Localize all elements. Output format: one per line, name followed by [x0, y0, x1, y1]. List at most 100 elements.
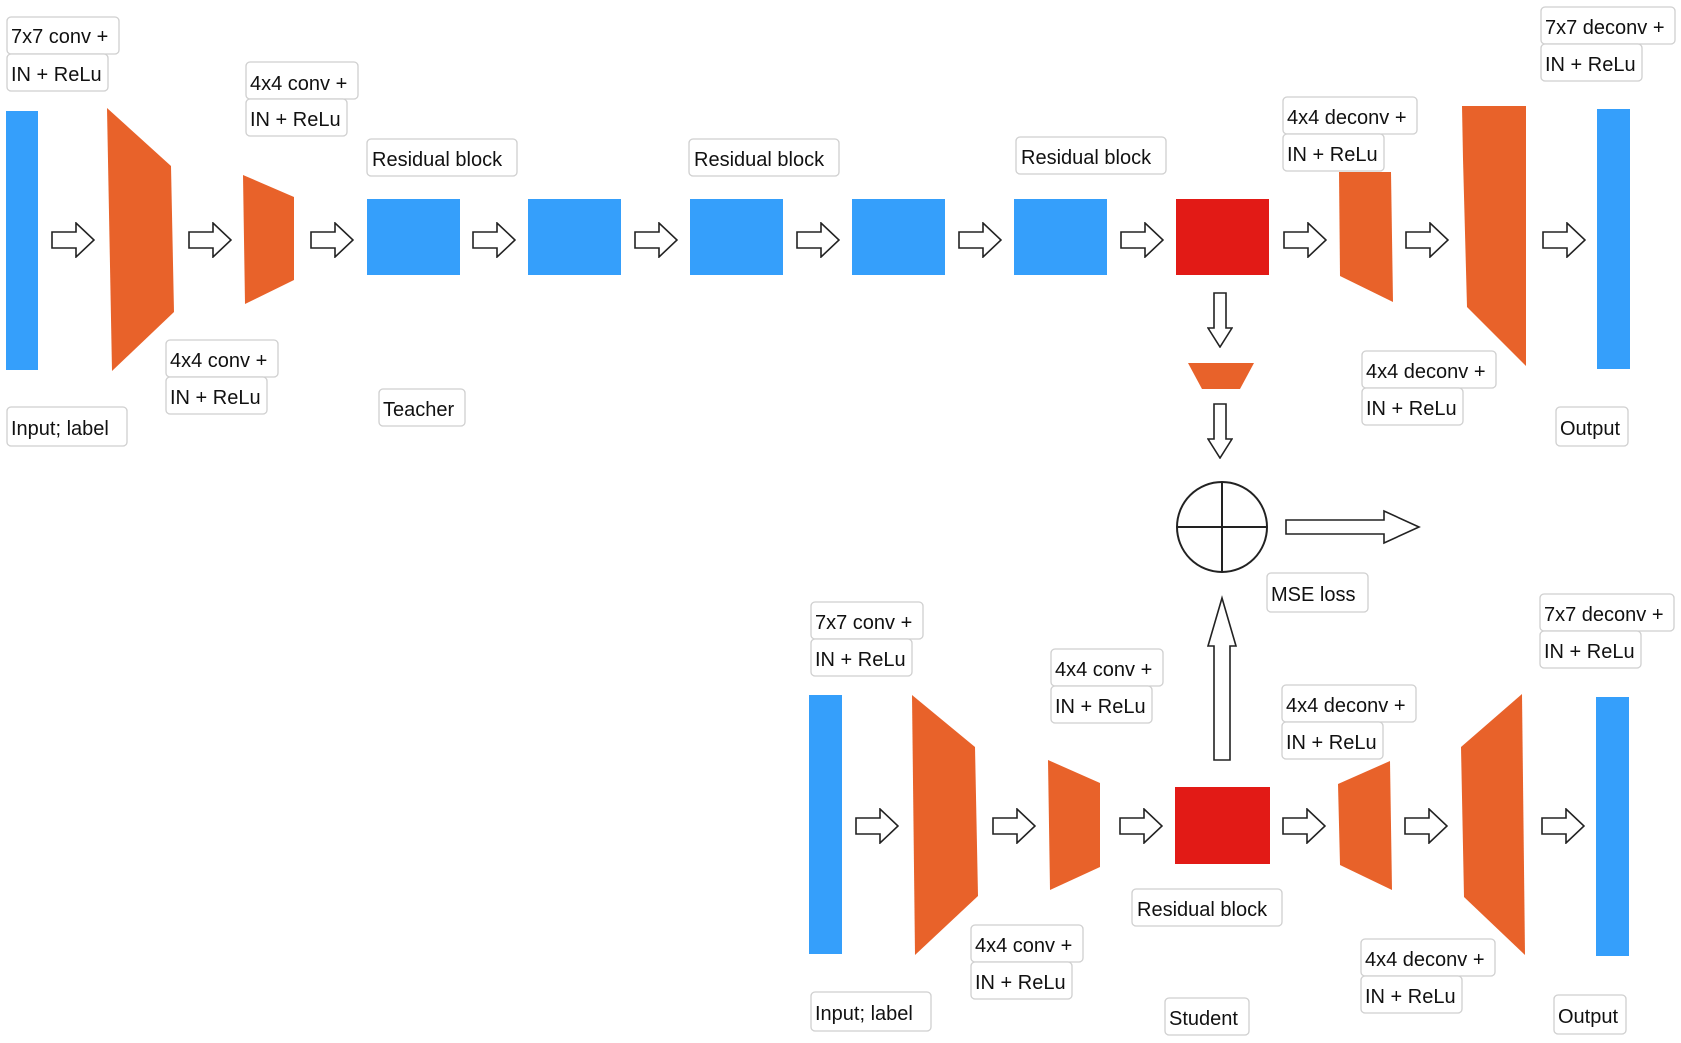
teacher-res-block-1	[367, 199, 460, 275]
student-output-block	[1596, 697, 1629, 956]
teacher-res-label-2-text: Residual block	[694, 149, 825, 171]
student-arrow-2	[992, 808, 1036, 844]
student-deconv7-line1: 7x7 deconv +	[1544, 604, 1664, 626]
teacher-arrow-10	[1405, 222, 1449, 258]
teacher-deconv4b-line1: 4x4 deconv +	[1366, 361, 1486, 383]
teacher-conv7-line2: IN + ReLu	[11, 64, 102, 86]
teacher-res-label-1: Residual block	[366, 138, 518, 177]
student-conv7-line1: 7x7 conv +	[815, 612, 912, 634]
teacher-deconv4a-line2: IN + ReLu	[1287, 144, 1378, 166]
student-deconv4b-line1: 4x4 deconv +	[1365, 949, 1485, 971]
student-conv7-trapezoid	[912, 695, 978, 955]
student-arrow-6	[1541, 808, 1585, 844]
student-conv7-label: 7x7 conv + IN + ReLu	[810, 601, 924, 677]
student-deconv4b-line2: IN + ReLu	[1365, 986, 1456, 1008]
teacher-deconv4a-label: 4x4 deconv + IN + ReLu	[1282, 96, 1418, 172]
student-deconv4a-trapezoid	[1338, 761, 1392, 890]
student-deconv4a-line2: IN + ReLu	[1286, 732, 1377, 754]
teacher-res-block-2	[528, 199, 621, 275]
student-conv4a-line1: 4x4 conv +	[1055, 659, 1152, 681]
teacher-arrow-1	[51, 222, 95, 258]
student-deconv7-trapezoid	[1461, 694, 1525, 955]
loss-section: MSE loss	[1176, 292, 1421, 761]
student-caption: Student	[1164, 997, 1250, 1036]
teacher-arrow-3	[310, 222, 354, 258]
teacher-deconv4a-line1: 4x4 deconv +	[1287, 107, 1407, 129]
student-conv4b-label: 4x4 conv + IN + ReLu	[970, 924, 1084, 1000]
teacher-conv4a-trapezoid	[243, 175, 294, 304]
teacher-res-label-1-text: Residual block	[372, 149, 503, 171]
student-arrow-5	[1404, 808, 1448, 844]
teacher-network: 7x7 conv + IN + ReLu 4x4 conv + IN + ReL…	[6, 6, 1676, 447]
teacher-deconv4b-line2: IN + ReLu	[1366, 398, 1457, 420]
teacher-down-arrow-2	[1207, 403, 1233, 459]
teacher-conv4a-line2: IN + ReLu	[250, 109, 341, 131]
mse-sum-node-icon	[1176, 481, 1268, 573]
teacher-res-block-3	[690, 199, 783, 275]
student-conv4a-line2: IN + ReLu	[1055, 696, 1146, 718]
teacher-conv4a-label: 4x4 conv + IN + ReLu	[245, 61, 359, 137]
student-output-label: Output	[1553, 994, 1627, 1035]
teacher-arrow-2	[188, 222, 232, 258]
student-res-label-text: Residual block	[1137, 899, 1268, 921]
student-deconv4a-label: 4x4 deconv + IN + ReLu	[1281, 684, 1417, 760]
teacher-conv7-label: 7x7 conv + IN + ReLu	[6, 16, 120, 92]
teacher-caption: Teacher	[378, 388, 466, 427]
student-conv7-line2: IN + ReLu	[815, 649, 906, 671]
teacher-down-arrow-1	[1207, 292, 1233, 348]
teacher-res-label-2: Residual block	[688, 138, 840, 177]
student-input-block	[809, 695, 842, 954]
teacher-deconv7-label: 7x7 deconv + IN + ReLu	[1540, 6, 1676, 82]
student-network: 7x7 conv + IN + ReLu 4x4 conv + IN + ReL…	[809, 593, 1675, 1036]
student-conv4a-label: 4x4 conv + IN + ReLu	[1050, 648, 1164, 724]
student-up-arrow	[1206, 595, 1238, 761]
student-deconv4a-line1: 4x4 deconv +	[1286, 695, 1406, 717]
teacher-arrow-6	[796, 222, 840, 258]
student-output-label-text: Output	[1558, 1006, 1618, 1028]
mse-loss-label-text: MSE loss	[1271, 584, 1355, 606]
teacher-deconv4b-label: 4x4 deconv + IN + ReLu	[1361, 350, 1497, 426]
teacher-arrow-7	[958, 222, 1002, 258]
teacher-conv4b-line1: 4x4 conv +	[170, 350, 267, 372]
student-input-label: Input; label	[810, 991, 932, 1032]
teacher-res-label-3-text: Residual block	[1021, 147, 1152, 169]
teacher-arrow-8	[1120, 222, 1164, 258]
student-conv4b-line1: 4x4 conv +	[975, 935, 1072, 957]
teacher-input-block	[6, 111, 38, 370]
teacher-deconv4a-trapezoid	[1339, 172, 1393, 302]
student-caption-text: Student	[1169, 1008, 1238, 1030]
teacher-conv4a-line1: 4x4 conv +	[250, 73, 347, 95]
teacher-res-block-5	[1014, 199, 1107, 275]
student-res-block	[1175, 787, 1270, 864]
teacher-conv4b-line2: IN + ReLu	[170, 387, 261, 409]
teacher-arrow-11	[1542, 222, 1586, 258]
student-deconv7-label: 7x7 deconv + IN + ReLu	[1539, 593, 1675, 669]
teacher-deconv7-line1: 7x7 deconv +	[1545, 17, 1665, 39]
mse-loss-label: MSE loss	[1266, 572, 1369, 613]
student-input-label-text: Input; label	[815, 1003, 913, 1025]
student-conv4b-line2: IN + ReLu	[975, 972, 1066, 994]
teacher-output-label-text: Output	[1560, 418, 1620, 440]
teacher-input-label-text: Input; label	[11, 418, 109, 440]
adapter-trapezoid	[1188, 363, 1254, 389]
teacher-input-label: Input; label	[6, 406, 128, 447]
teacher-output-label: Output	[1555, 406, 1629, 447]
student-arrow-3	[1119, 808, 1163, 844]
teacher-arrow-9	[1283, 222, 1327, 258]
teacher-res-label-3: Residual block	[1015, 136, 1167, 175]
student-res-label: Residual block	[1131, 888, 1283, 927]
teacher-conv7-line1: 7x7 conv +	[11, 26, 108, 48]
teacher-output-block	[1597, 109, 1630, 369]
teacher-arrow-5	[634, 222, 678, 258]
student-deconv7-line2: IN + ReLu	[1544, 641, 1635, 663]
teacher-res-block-6	[1176, 199, 1269, 275]
teacher-arrow-4	[472, 222, 516, 258]
loss-output-arrow	[1285, 509, 1421, 545]
student-arrow-1	[855, 808, 899, 844]
student-conv4a-trapezoid	[1048, 760, 1100, 890]
teacher-conv4b-label: 4x4 conv + IN + ReLu	[165, 339, 279, 415]
teacher-deconv7-trapezoid	[1462, 106, 1526, 366]
teacher-res-block-4	[852, 199, 945, 275]
teacher-conv7-trapezoid	[107, 108, 174, 371]
